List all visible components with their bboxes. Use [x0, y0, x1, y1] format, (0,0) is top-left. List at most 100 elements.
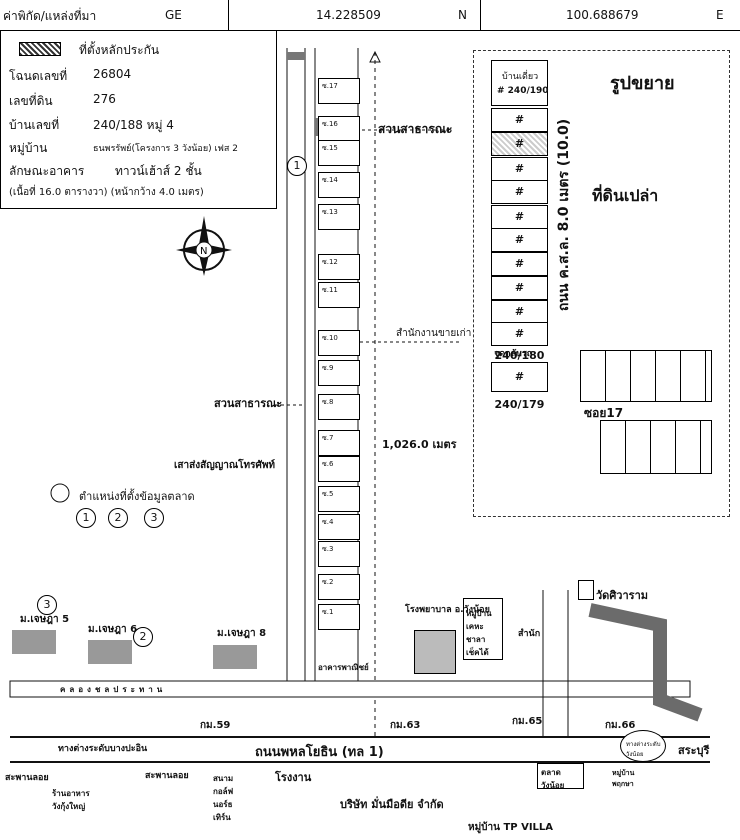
soi-block: ซ.17 — [318, 78, 360, 104]
market-box: ตลาด วังน้อย — [537, 763, 584, 790]
village-bottom-label: หมู่บ้าน พฤกษา — [612, 769, 635, 788]
lng-value: 100.688679 — [566, 8, 639, 22]
soi17-label: ซอย17 — [584, 406, 624, 420]
soi-block: ซ.12 — [318, 254, 360, 280]
soi-label: ซ.15 — [322, 144, 338, 152]
parking-label: จุดกลับรถ — [494, 349, 533, 359]
soi-label: ซ.13 — [322, 208, 338, 216]
soi-label: ซ.11 — [322, 286, 338, 294]
building-label: ลักษณะอาคาร — [9, 164, 85, 178]
soi-block: ซ.7 — [318, 430, 360, 456]
soi-block: ซ.6 — [318, 456, 360, 482]
property-info-box: ที่ตั้งหลักประกัน โฉนดเลขที่ 26804 เลขที… — [0, 30, 277, 209]
single-house-plot: บ้านเดี่ยว # 240/190 — [491, 60, 549, 106]
wangnoi-interchange-circle: ทางต่างระดับ วังน้อย — [620, 730, 666, 762]
park-label-2: สวนสาธารณะ — [214, 397, 283, 410]
collateral-legend-label: ที่ตั้งหลักประกัน — [79, 43, 160, 57]
village-5-house-icon — [12, 630, 56, 654]
village-value: ธนพรรัพย์(โครงการ 3 วังน้อย) เฟส 2 — [93, 144, 239, 154]
market-number-1: 1 — [76, 508, 96, 528]
soi-block: ซ.8 — [318, 394, 360, 420]
single-house-label: บ้านเดี่ยว — [502, 72, 539, 82]
temple-icon — [578, 580, 594, 600]
single-house-no: # 240/190 — [497, 86, 549, 96]
market-legend-label: ตำแหน่งที่ตั้งข้อมูลตลาด — [79, 490, 195, 503]
market-number-3: 3 — [144, 508, 164, 528]
village-soi-box: หมู่บ้าน เคหะชาลา เช็คได้ — [463, 598, 503, 660]
golf-label: สนาม กอล์ฟ นอร์ธเทิร์น — [213, 774, 234, 822]
bridge-1-label: สะพานลอย — [5, 773, 49, 783]
km-65: กม.65 — [512, 716, 543, 727]
hospital-building-icon — [414, 630, 456, 674]
temple-label: วัดศิวาราม — [596, 589, 648, 602]
tp-villa-label: หมู่บ้าน TP VILLA — [468, 822, 554, 833]
building-value: ทาวน์เฮ้าส์ 2 ชั้น — [115, 164, 202, 178]
lat-cell: 14.228509 N — [228, 0, 481, 30]
company-label: บริษัท มั่นมือดีย จำกัด — [340, 798, 444, 811]
soi-block: ซ.13 — [318, 204, 360, 230]
empty-land-label: ที่ดินเปล่า — [592, 186, 659, 205]
compass-letter: N — [200, 246, 207, 257]
soi-block: ซ.3 — [318, 541, 360, 567]
coord-source: GE — [165, 8, 182, 22]
highway-label: ถนนพหลโยธิน (ทล 1) — [255, 745, 384, 760]
soi-label: ซ.4 — [322, 518, 334, 526]
km-63: กม.63 — [390, 720, 421, 731]
market-marker-3: 3 — [37, 595, 57, 615]
commercial-label: อาคารพาณิชย์ — [318, 663, 369, 672]
coord-label: ค่าพิกัด/แหล่งที่มา — [3, 9, 97, 23]
lat-dir: N — [458, 8, 467, 22]
office-label: สำนัก — [518, 629, 541, 639]
north-arrow-icon: N — [176, 216, 232, 276]
soi-block: ซ.16 — [318, 116, 360, 142]
hospital-label: โรงพยาบาล อ.วังน้อย — [405, 605, 490, 615]
village-soi-label: หมู่บ้าน เคหะชาลา เช็คได้ — [466, 609, 492, 657]
canal-label: คลองชลประทาน — [60, 685, 167, 694]
park-label-1: สวนสาธารณะ — [378, 122, 453, 136]
soi-label: ซ.3 — [322, 545, 334, 553]
soi-block: ซ.5 — [318, 486, 360, 512]
house-no-label: บ้านเลขที่ — [9, 118, 60, 132]
coordinate-header: ค่าพิกัด/แหล่งที่มา GE 14.228509 N 100.6… — [0, 0, 740, 31]
coord-cell: ค่าพิกัด/แหล่งที่มา GE — [0, 0, 229, 30]
soi-block: ซ.10 — [318, 330, 360, 356]
soi-block: ซ.9 — [318, 360, 360, 386]
soi-label: ซ.6 — [322, 460, 334, 468]
factory-label: โรงงาน — [275, 771, 312, 784]
wangnoi-interchange-label: ทางต่างระดับ วังน้อย — [626, 741, 661, 758]
lng-dir: E — [716, 8, 724, 22]
soi-block: ซ.2 — [318, 574, 360, 600]
empty-lots-top — [580, 350, 712, 402]
area-note: (เนื้อที่ 16.0 ตารางวา) (หน้ากว้าง 4.0 เ… — [9, 187, 204, 198]
soi-label: ซ.5 — [322, 490, 334, 498]
distance-label: 1,026.0 เมตร — [382, 438, 457, 451]
soi-block: ซ.14 — [318, 172, 360, 198]
soi-label: ซ.17 — [322, 82, 338, 90]
village-jetsada-6: ม.เจษฎา 6 — [88, 624, 138, 635]
lng-cell: 100.688679 E — [480, 0, 739, 30]
km-59: กม.59 — [200, 720, 231, 731]
house-no-value: 240/188 หมู่ 4 — [93, 118, 174, 132]
collateral-hatch-legend — [19, 42, 61, 56]
plot-240-179: # 240/179 — [491, 362, 548, 411]
enlarged-plan-box — [473, 50, 730, 517]
soi-block: ซ.15 — [318, 140, 360, 166]
village-label: หมู่บ้าน — [9, 141, 48, 155]
saraburi-label: สระบุรี — [678, 744, 710, 757]
soi-label: ซ.14 — [322, 176, 338, 184]
soi-label: ซ.1 — [322, 608, 334, 616]
land-no-label: เลขที่ดิน — [9, 94, 53, 108]
bangpaain-label: ทางต่างระดับบางปะอิน — [58, 744, 148, 754]
village-jetsada-8: ม.เจษฎา 8 — [217, 628, 267, 639]
soi-block: ซ.4 — [318, 514, 360, 540]
soi-label: ซ.8 — [322, 398, 334, 406]
market-number-2: 2 — [108, 508, 128, 528]
restaurant-label: ร้านอาหาร วังกุ้งใหญ่ — [52, 789, 90, 811]
empty-lots-bottom — [600, 420, 712, 474]
soi-block: ซ.1 — [318, 604, 360, 630]
km-66: กม.66 — [605, 720, 636, 731]
sales-office-label: สำนักงานขายเก่า — [396, 328, 472, 339]
enlarged-title: รูปขยาย — [610, 73, 675, 94]
lat-value: 14.228509 — [316, 8, 381, 22]
